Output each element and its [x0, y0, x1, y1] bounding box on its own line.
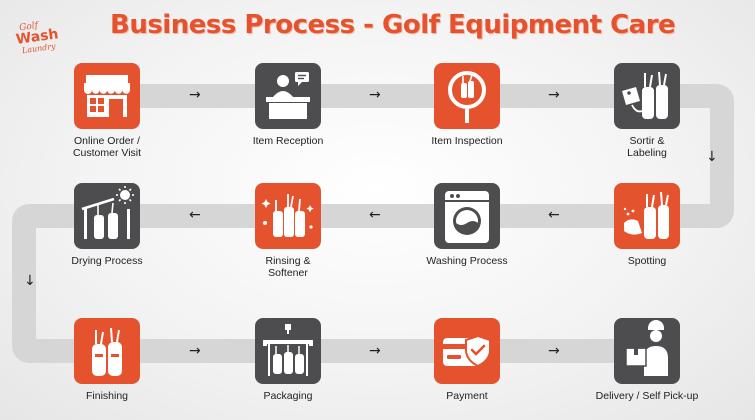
arrow-left: ← [189, 207, 201, 223]
arrow-down: ↓ [24, 273, 36, 289]
step-label: Online Order / Customer Visit [72, 135, 142, 159]
step-label: Finishing [85, 390, 129, 402]
step-sortir-labeling: Sortir & Labeling [577, 63, 717, 159]
golf-bags-sun-icon [74, 183, 140, 249]
step-rinsing-softener: Rinsing & Softener [218, 183, 358, 279]
step-label: Packaging [263, 390, 313, 402]
step-label: Delivery / Self Pick-up [595, 390, 699, 402]
step-label: Sortir & Labeling [627, 135, 667, 159]
arrow-right: → [189, 87, 201, 103]
brand-logo: Golf Wash Laundry [11, 19, 64, 67]
step-online-order: Online Order / Customer Visit [37, 63, 177, 159]
step-label: Rinsing & Softener [265, 255, 311, 279]
step-payment: Payment [397, 318, 537, 402]
step-label: Drying Process [71, 255, 143, 267]
arrow-down: ↓ [706, 149, 718, 165]
reception-desk-icon [255, 63, 321, 129]
golf-bag-icon [74, 318, 140, 384]
step-label: Payment [446, 390, 488, 402]
golf-bags-rack-icon [255, 318, 321, 384]
delivery-person-icon [614, 318, 680, 384]
arrow-left: ← [548, 207, 560, 223]
step-packaging: Packaging [218, 318, 358, 402]
golf-bag-label-icon [614, 63, 680, 129]
step-label: Washing Process [426, 255, 508, 267]
page-title: Business Process - Golf Equipment Care [110, 10, 676, 40]
golf-bag-spray-icon [614, 183, 680, 249]
arrow-right: → [548, 87, 560, 103]
arrow-right: → [189, 343, 201, 359]
step-finishing: Finishing [37, 318, 177, 402]
step-label: Item Inspection [431, 135, 503, 147]
arrow-right: → [548, 343, 560, 359]
inspection-magnifier-icon [434, 63, 500, 129]
storefront-icon [74, 63, 140, 129]
step-spotting: Spotting [577, 183, 717, 267]
step-washing-process: Washing Process [397, 183, 537, 267]
step-label: Spotting [627, 255, 667, 267]
step-drying-process: Drying Process [37, 183, 177, 267]
step-item-inspection: Item Inspection [397, 63, 537, 147]
step-label: Item Reception [252, 135, 324, 147]
step-item-reception: Item Reception [218, 63, 358, 147]
arrow-right: → [369, 343, 381, 359]
golf-bags-sparkle-icon [255, 183, 321, 249]
step-delivery-pickup: Delivery / Self Pick-up [577, 318, 717, 402]
arrow-right: → [369, 87, 381, 103]
payment-card-shield-icon [434, 318, 500, 384]
washing-machine-icon [434, 183, 500, 249]
arrow-left: ← [369, 207, 381, 223]
